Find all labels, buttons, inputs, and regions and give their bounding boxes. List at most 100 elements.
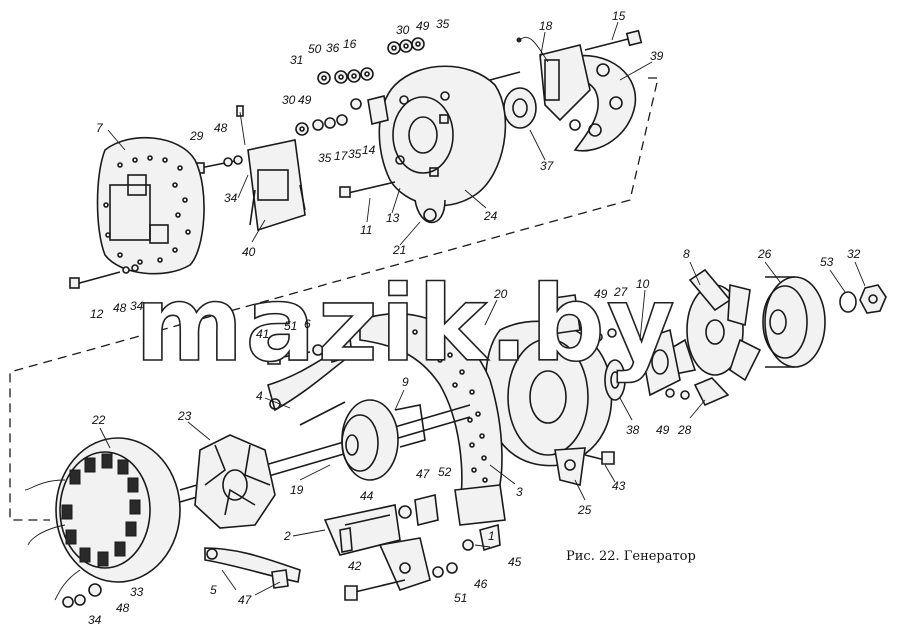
callout-35: 35 <box>436 17 450 31</box>
callout-30b: 30 <box>282 93 296 107</box>
bushing-37 <box>489 71 537 129</box>
washers-bottom <box>432 523 501 578</box>
callout-13: 13 <box>386 211 400 225</box>
callout-47: 47 <box>416 467 431 481</box>
screw-29 <box>195 155 243 174</box>
callout-19: 19 <box>290 483 304 497</box>
callout-2: 2 <box>283 529 291 543</box>
callout-29: 29 <box>189 129 204 143</box>
callout-11: 11 <box>360 223 372 237</box>
callout-49c: 49 <box>594 287 608 301</box>
callout-53: 53 <box>820 255 834 269</box>
callout-4: 4 <box>256 389 263 403</box>
callout-23: 23 <box>177 409 192 423</box>
callout-48: 48 <box>214 121 228 135</box>
claw-pole-23 <box>194 434 276 529</box>
callout-47b: 47 <box>238 593 253 607</box>
plate-6 <box>329 336 353 364</box>
rotor-19 <box>179 399 471 503</box>
washers-front <box>593 328 690 400</box>
callout-14: 14 <box>362 143 376 157</box>
callout-51b: 51 <box>454 591 467 605</box>
callout-leaders <box>99 21 866 596</box>
bolt-42 <box>344 579 406 601</box>
bolt-41 <box>267 344 324 365</box>
bearing-38 <box>604 359 626 401</box>
washer-53 <box>839 291 857 313</box>
callout-labels: 15 18 39 30 49 35 31 50 36 16 30 49 35 1… <box>88 9 861 627</box>
assembly-dash-line <box>9 77 659 521</box>
callout-42: 42 <box>348 559 362 573</box>
callout-12: 12 <box>90 307 104 321</box>
callout-46: 46 <box>474 577 488 591</box>
callout-51: 51 <box>284 319 297 333</box>
front-cover-25 <box>484 294 613 486</box>
callout-39: 39 <box>650 49 664 63</box>
callout-34: 34 <box>224 191 238 205</box>
callout-3: 3 <box>516 485 523 499</box>
figure-caption: Рис. 22. Генератор <box>566 549 696 564</box>
callout-36: 36 <box>326 41 340 55</box>
callout-48c: 48 <box>116 601 130 615</box>
callout-15: 15 <box>612 9 626 23</box>
link-5 <box>204 547 301 589</box>
callout-5: 5 <box>210 583 217 597</box>
perforated-shield-3 <box>359 312 506 526</box>
callout-22: 22 <box>91 413 106 427</box>
callout-35c: 35 <box>348 147 362 161</box>
callout-24: 24 <box>483 209 498 223</box>
rear-cover <box>378 65 507 224</box>
callout-49d: 49 <box>656 423 670 437</box>
callout-16: 16 <box>343 37 357 51</box>
callout-17: 17 <box>334 149 349 163</box>
diode-bracket-39 <box>559 54 637 152</box>
callout-49: 49 <box>416 19 430 33</box>
adjuster-52 <box>398 494 439 526</box>
callout-8: 8 <box>683 247 690 261</box>
callout-41: 41 <box>256 327 269 341</box>
callout-52: 52 <box>438 465 452 479</box>
callout-9: 9 <box>402 375 409 389</box>
callout-32: 32 <box>847 247 861 261</box>
callout-34b: 34 <box>130 299 144 313</box>
bracket-lower <box>378 537 431 591</box>
callout-6: 6 <box>304 317 311 331</box>
spacer-10 <box>639 328 681 397</box>
callout-35b: 35 <box>318 151 332 165</box>
callout-43: 43 <box>612 479 626 493</box>
stator-22 <box>24 437 181 601</box>
washers-top <box>295 37 425 136</box>
callout-7: 7 <box>96 121 104 135</box>
bolt-15 <box>584 29 643 51</box>
callout-30: 30 <box>396 23 410 37</box>
callout-44: 44 <box>360 489 374 503</box>
callout-25: 25 <box>577 503 592 517</box>
callout-18: 18 <box>539 19 553 33</box>
callout-33: 33 <box>130 585 144 599</box>
callout-26: 26 <box>757 247 772 261</box>
callout-48b: 48 <box>113 301 127 315</box>
fan-8 <box>667 268 762 407</box>
callout-10: 10 <box>636 277 650 291</box>
pulley-26 <box>762 276 826 368</box>
bracket-2 <box>323 504 401 556</box>
callout-37: 37 <box>540 159 555 173</box>
bolt-11 <box>339 181 396 198</box>
bolt-43 <box>584 451 615 465</box>
voltage-regulator-40 <box>236 105 306 232</box>
callout-34c: 34 <box>88 613 102 627</box>
brush-cover-7 <box>96 136 205 275</box>
callout-40: 40 <box>242 245 256 259</box>
callout-45: 45 <box>508 555 522 569</box>
washers-stator <box>62 583 102 608</box>
callout-38: 38 <box>626 423 640 437</box>
brush-holder-18 <box>516 37 591 122</box>
callout-20: 20 <box>493 287 508 301</box>
watermark-text: mazik.by <box>135 263 677 385</box>
callout-1: 1 <box>488 529 495 543</box>
nut-32 <box>859 284 887 314</box>
callout-31: 31 <box>290 53 303 67</box>
callout-21: 21 <box>392 243 406 257</box>
